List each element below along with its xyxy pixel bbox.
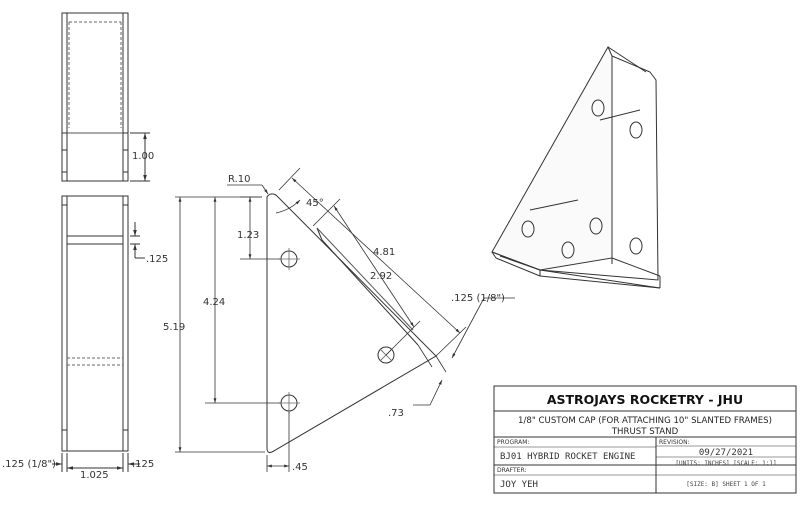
dim-thickness-right: .125 <box>132 459 154 470</box>
drafter-label: DRAFTER: <box>497 467 526 474</box>
dim-width-between: 1.025 <box>80 470 109 481</box>
program-value: BJ01 HYBRID ROCKET ENGINE <box>500 452 635 462</box>
dim-hole1-offset: 1.23 <box>237 230 259 241</box>
dim-side-thickness: .125 <box>146 254 168 265</box>
dim-diag-mid: 2.92 <box>370 271 392 282</box>
title-line2: THRUST STAND <box>611 427 679 437</box>
hole-diag <box>377 346 395 364</box>
side-view <box>52 195 145 472</box>
dim-diag-long: 4.81 <box>373 247 395 258</box>
revision-value: 09/27/2021 <box>699 448 753 458</box>
dim-angle: 45° <box>306 198 324 209</box>
units-scale: [UNITS: INCHES] [SCALE: 1:1] <box>675 460 776 467</box>
dim-edge-73: .73 <box>388 408 404 419</box>
dim-height-inner: 4.24 <box>203 297 225 308</box>
revision-label: REVISION: <box>659 439 690 446</box>
title-block <box>493 385 797 494</box>
title-org: ASTROJAYS ROCKETRY - JHU <box>547 392 743 407</box>
front-view <box>61 12 150 182</box>
isometric-view <box>491 45 661 289</box>
title-line1: 1/8" CUSTOM CAP (FOR ATTACHING 10" SLANT… <box>518 416 772 426</box>
dim-top-height: 1.00 <box>132 151 154 162</box>
size-sheet: [SIZE: B] SHEET 1 OF 1 <box>686 481 766 488</box>
drafter-value: JOY YEH <box>500 480 538 490</box>
dim-radius: R.10 <box>228 174 251 185</box>
plate-dimension-lines <box>175 167 515 472</box>
dim-thickness-left: .125 (1/8") <box>2 459 56 470</box>
dim-bottom-45: .45 <box>292 462 308 473</box>
dim-plate-thickness: .125 (1/8") <box>451 293 505 304</box>
dim-height-total: 5.19 <box>163 322 185 333</box>
program-label: PROGRAM: <box>497 439 529 446</box>
plate-outline <box>266 193 437 453</box>
